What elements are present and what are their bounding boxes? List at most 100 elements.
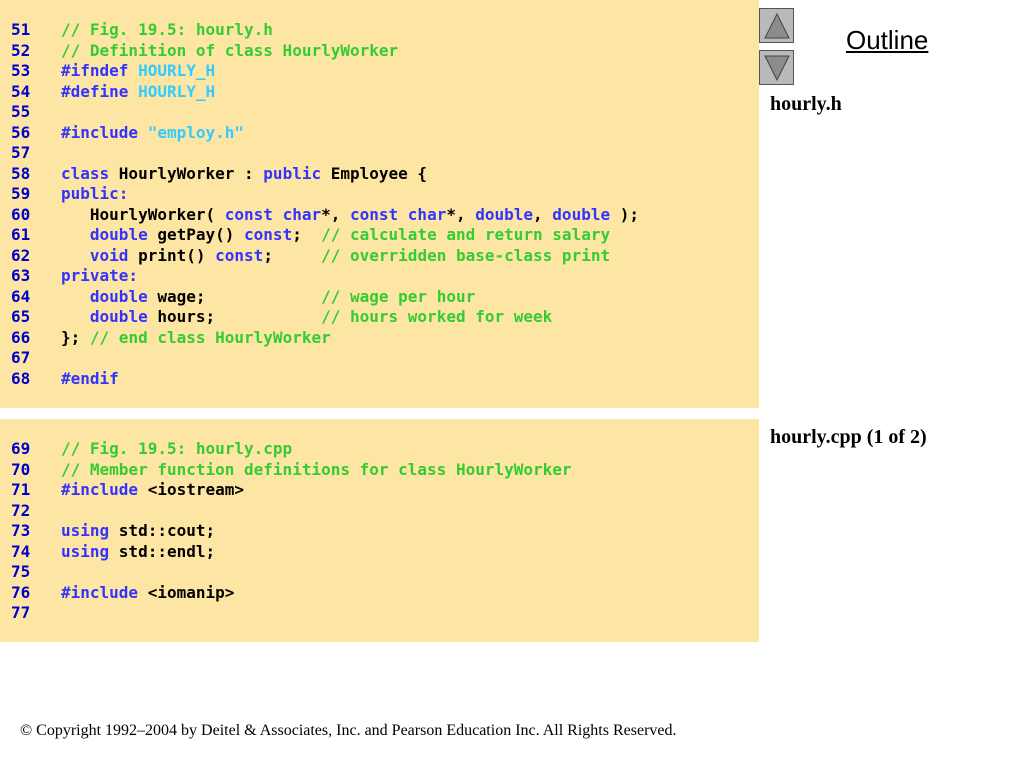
code-keyword: double	[89, 286, 148, 306]
line-number: 76	[11, 582, 31, 602]
line-number: 74	[11, 541, 31, 561]
code-keyword: double	[89, 307, 148, 326]
line-number: 51	[11, 20, 31, 39]
code-line: 55	[0, 102, 639, 123]
triangle-down-icon	[763, 55, 790, 81]
line-number: 57	[11, 143, 31, 162]
code-line: 63 private:	[0, 266, 639, 287]
line-number: 72	[11, 500, 31, 520]
code-line: 64 double wage; // wage per hour	[0, 287, 639, 308]
code-comment: // wage per hour	[321, 286, 476, 306]
code-line: 76 #include <iomanip>	[0, 583, 572, 604]
code-line: 66}; // end class HourlyWorker	[0, 328, 639, 349]
code-keyword: #include	[61, 582, 148, 602]
code-keyword: #include	[61, 480, 148, 499]
code-keyword: public	[263, 163, 331, 183]
code-comment: // hours worked for week	[321, 307, 553, 326]
code-line: 68#endif	[0, 369, 639, 390]
line-number: 71	[11, 480, 31, 499]
code-comment: // Fig. 19.5: hourly.cpp	[61, 439, 293, 458]
line-number: 65	[11, 307, 31, 326]
code-text: <iomanip>	[147, 582, 235, 602]
code-line: 53#ifndef HOURLY_H	[0, 61, 639, 82]
code-keyword: double	[475, 204, 534, 224]
line-number: 53	[11, 61, 31, 80]
code-keyword: private:	[61, 266, 139, 285]
code-keyword: const	[244, 225, 293, 244]
code-keyword: const char	[350, 204, 447, 224]
code-line: 71 #include <iostream>	[0, 480, 572, 501]
line-number: 73	[11, 521, 31, 540]
line-number: 55	[11, 102, 31, 121]
outline-item-hourly-h: hourly.h	[770, 93, 842, 115]
code-keyword: using	[61, 521, 119, 540]
code-text: *,	[446, 204, 476, 224]
code-text: *,	[321, 204, 350, 224]
outline-title[interactable]: Outline	[846, 25, 929, 55]
line-number: 66	[11, 327, 31, 347]
code-text: HourlyWorker :	[118, 163, 264, 183]
code-text	[61, 287, 90, 306]
line-number: 60	[11, 204, 31, 224]
code-line: 72	[0, 501, 572, 522]
code-text	[61, 246, 90, 265]
code-line: 51 // Fig. 19.5: hourly.h	[0, 20, 639, 41]
code-keyword: #include	[61, 122, 148, 142]
code-text: ,	[533, 204, 553, 224]
next-slide-button[interactable]	[759, 50, 794, 85]
code-string: "employ.h"	[147, 122, 245, 142]
outline-item-hourly-cpp: hourly.cpp (1 of 2)	[770, 426, 927, 448]
code-text: );	[610, 204, 639, 224]
code-text: hours;	[147, 307, 322, 326]
code-line: 60 HourlyWorker( const char*, const char…	[0, 205, 639, 226]
line-number: 64	[11, 286, 31, 306]
code-text: };	[61, 327, 90, 347]
code-line: 62 void print() const; // overridden bas…	[0, 246, 639, 267]
code-line: 54 #define HOURLY_H	[0, 82, 639, 103]
code-line: 56#include "employ.h"	[0, 123, 639, 144]
code-panel-hourly-h: 51 // Fig. 19.5: hourly.h 52// Definition …	[0, 0, 759, 408]
code-text	[61, 307, 90, 326]
line-number: 54	[11, 81, 31, 101]
code-text: print()	[128, 245, 216, 265]
line-number: 58	[11, 163, 31, 183]
code-text: std::cout;	[118, 521, 216, 540]
code-comment: // calculate and return salary	[321, 225, 611, 244]
code-line: 69 // Fig. 19.5: hourly.cpp	[0, 439, 572, 460]
code-comment: // overridden base-class print	[321, 245, 611, 265]
line-number: 75	[11, 562, 31, 581]
code-line: 52// Definition of class HourlyWorker	[0, 41, 639, 62]
code-comment: // end class HourlyWorker	[89, 327, 331, 347]
code-comment: // Member function definitions for class…	[61, 459, 572, 479]
line-number: 59	[11, 184, 31, 203]
line-number: 77	[11, 603, 31, 622]
line-number: 63	[11, 266, 31, 285]
code-keyword: #ifndef	[61, 61, 139, 80]
code-line: 65 double hours; // hours worked for wee…	[0, 307, 639, 328]
line-number: 62	[11, 245, 31, 265]
code-keyword: const char	[224, 204, 322, 224]
code-comment: // Fig. 19.5: hourly.h	[61, 20, 273, 39]
code-text: <iostream>	[147, 480, 245, 499]
code-text: Employee {	[330, 163, 428, 183]
line-number: 67	[11, 348, 31, 367]
code-comment: // Definition of class HourlyWorker	[61, 40, 399, 60]
previous-slide-button[interactable]	[759, 8, 794, 43]
code-line: 73 using std::cout;	[0, 521, 572, 542]
code-keyword: double	[552, 204, 611, 224]
copyright-footer: © Copyright 1992–2004 by Deitel & Associ…	[20, 722, 677, 739]
code-text	[61, 225, 90, 244]
code-text: ;	[292, 225, 322, 244]
code-text: HourlyWorker(	[61, 204, 225, 224]
triangle-up-icon	[763, 12, 790, 38]
line-number: 69	[11, 439, 31, 458]
code-keyword: using	[61, 541, 119, 561]
code-string: HOURLY_H	[138, 81, 216, 101]
code-line: 57	[0, 143, 639, 164]
code-keyword: #define	[61, 81, 139, 101]
